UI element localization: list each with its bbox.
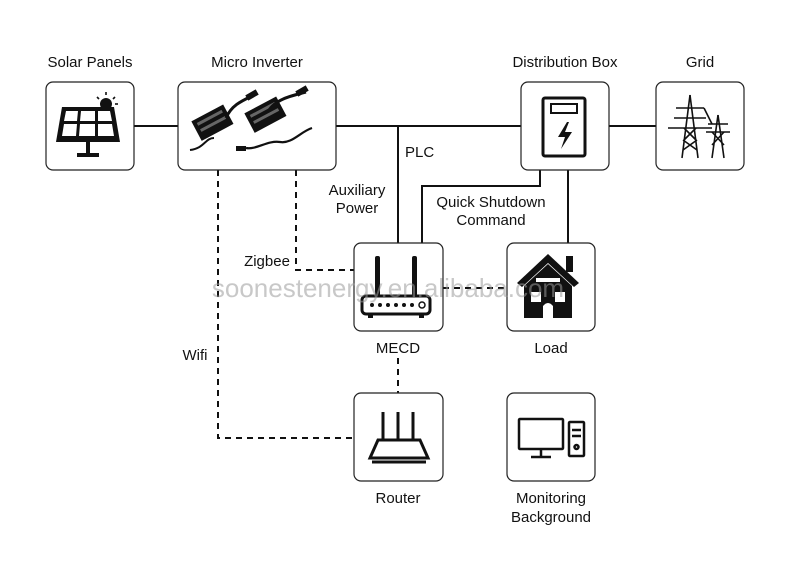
wifi-line xyxy=(217,170,354,439)
distribution-box-label: Distribution Box xyxy=(512,54,618,71)
distribution-box-node xyxy=(520,81,610,171)
monitoring-label-line2: Background xyxy=(511,509,591,526)
monitoring-node xyxy=(506,392,596,482)
distribution-box-icon xyxy=(541,96,587,158)
watermark: soonestenergy.en.alibaba.com xyxy=(212,273,564,303)
auxiliary-power-label-line1: Auxiliary xyxy=(329,182,386,199)
micro-inverter-node xyxy=(177,81,337,171)
solar-panels-label: Solar Panels xyxy=(47,54,132,71)
router-node xyxy=(353,392,444,482)
connection-labels: PLC Auxiliary Power Quick Shutdown Comma… xyxy=(183,144,546,364)
solar-panel-icon xyxy=(56,92,120,157)
router-antenna-icon xyxy=(360,256,432,318)
zigbee-line xyxy=(295,170,354,271)
load-label: Load xyxy=(534,340,567,357)
quick-shutdown-label-line1: Quick Shutdown xyxy=(436,194,545,211)
wifi-router-icon xyxy=(367,412,431,464)
mecd-label: MECD xyxy=(376,340,420,357)
micro-inverter-label: Micro Inverter xyxy=(211,54,303,71)
grid-label: Grid xyxy=(686,54,714,71)
computer-icon xyxy=(517,417,586,459)
quick-shutdown-label-line2: Command xyxy=(456,212,525,229)
monitoring-label-line1: Monitoring xyxy=(516,490,586,507)
mecd-node xyxy=(353,242,444,332)
connectors xyxy=(134,125,656,439)
solar-panels-node xyxy=(45,81,135,171)
transmission-tower-icon xyxy=(668,94,730,159)
plc-label: PLC xyxy=(405,144,434,161)
auxiliary-power-label-line2: Power xyxy=(336,200,379,217)
node-labels: Solar Panels Micro Inverter Distribution… xyxy=(47,54,714,526)
wifi-label: Wifi xyxy=(183,347,208,364)
house-icon xyxy=(517,254,579,318)
grid-node xyxy=(655,81,745,171)
quick-shutdown-line xyxy=(421,169,541,243)
load-node xyxy=(506,242,596,332)
micro-inverter-icon xyxy=(189,85,313,151)
router-label: Router xyxy=(375,490,420,507)
zigbee-label: Zigbee xyxy=(244,253,290,270)
